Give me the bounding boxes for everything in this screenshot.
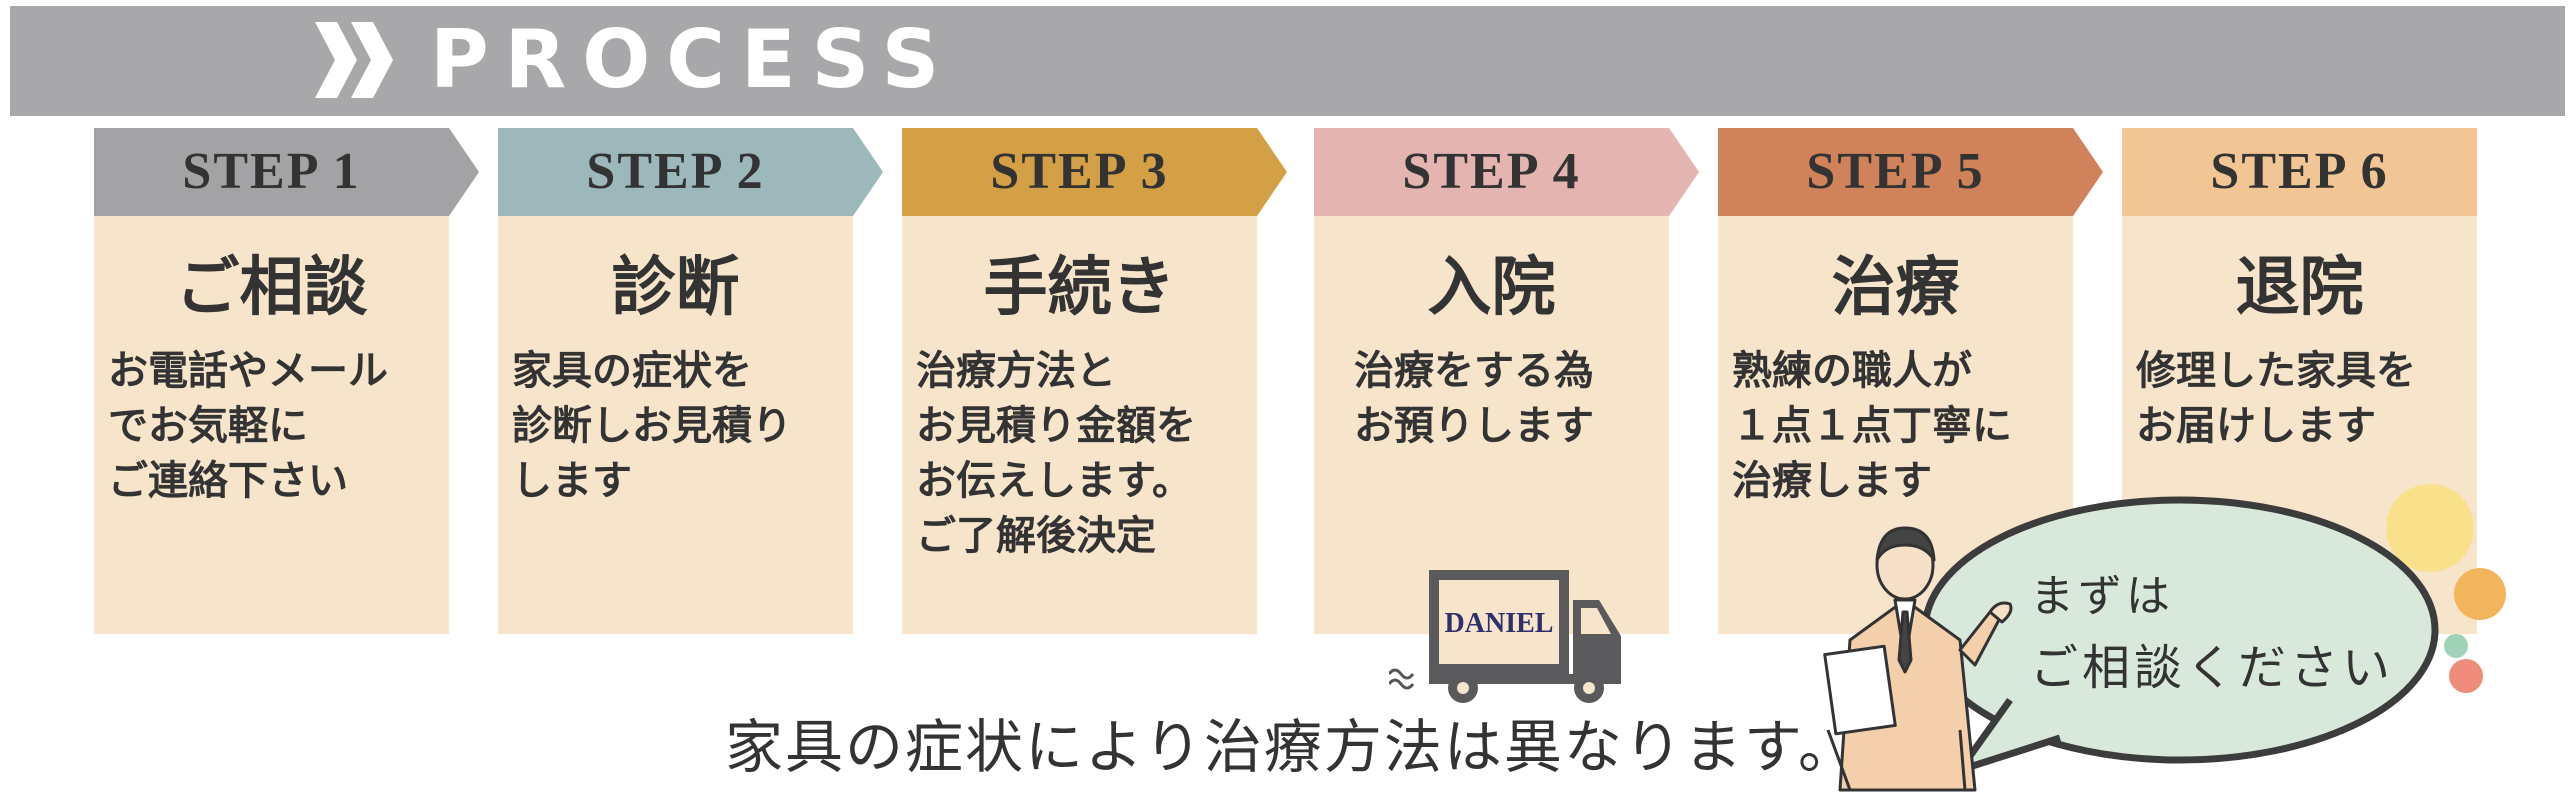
truck-label: DANIEL xyxy=(1445,608,1554,639)
step-label: STEP 6 xyxy=(2210,143,2389,200)
bubble-text: ご相談ください xyxy=(2030,640,2395,696)
page-title: PROCESS xyxy=(430,13,956,106)
step-description: 治療をする為 お預りします xyxy=(1354,348,1594,449)
step-description: 家具の症状を 診断しお見積り します xyxy=(512,348,792,504)
step-description: お電話やメール でお気軽に ご連絡下さい xyxy=(108,348,388,504)
step-title: 診断 xyxy=(611,251,740,325)
decor-circle-icon xyxy=(2454,568,2506,620)
step-tab: STEP 1 xyxy=(94,128,484,216)
step-card: ご相談 お電話やメール でお気軽に ご連絡下さい xyxy=(94,216,449,634)
footer-note: 家具の症状により治療方法は異なります。 xyxy=(725,713,1859,781)
step-card: 診断 家具の症状を 診断しお見積り します xyxy=(498,216,853,634)
decor-circle-icon xyxy=(2449,659,2483,693)
step-label: STEP 1 xyxy=(182,143,361,200)
step-card: 退院 修理した家具を お届けします xyxy=(2122,216,2477,634)
step-tab: STEP 5 xyxy=(1718,128,2108,216)
step-description: 修理した家具を お届けします xyxy=(2136,348,2416,449)
step-tab: STEP 3 xyxy=(902,128,1292,216)
step-card: 入院 治療をする為 お預りします DANIEL xyxy=(1314,216,1669,703)
step-title: 手続き xyxy=(983,251,1176,325)
step-card: 手続き 治療方法と お見積り金額を お伝えします。 ご了解後決定 xyxy=(902,216,1257,634)
step-tab: STEP 4 xyxy=(1314,128,1704,216)
double-chevron-right-icon xyxy=(315,22,393,98)
delivery-truck-icon: DANIEL xyxy=(1389,570,1621,703)
step-label: STEP 5 xyxy=(1806,143,1985,200)
step-description: 治療方法と お見積り金額を お伝えします。 ご了解後決定 xyxy=(916,348,1196,559)
step-label: STEP 2 xyxy=(586,143,765,200)
step-label: STEP 3 xyxy=(990,143,1169,200)
step-title: 入院 xyxy=(1427,251,1556,325)
step-description: 熟練の職人が １点１点丁寧に 治療します xyxy=(1732,348,2012,504)
step-title: ご相談 xyxy=(175,251,368,325)
bubble-text: まずは xyxy=(2030,571,2174,622)
step-card: 治療 熟練の職人が １点１点丁寧に 治療します xyxy=(1718,216,2073,634)
header-bar xyxy=(10,6,2565,116)
decor-circle-icon xyxy=(2386,484,2474,572)
step-label: STEP 4 xyxy=(1402,143,1581,200)
businessman-illustration xyxy=(1823,526,2013,792)
step-tab: STEP 6 xyxy=(2122,128,2512,216)
step-title: 治療 xyxy=(1831,251,1960,325)
step-title: 退院 xyxy=(2235,251,2364,325)
step-tab: STEP 2 xyxy=(498,128,888,216)
decor-circle-icon xyxy=(2444,634,2468,658)
